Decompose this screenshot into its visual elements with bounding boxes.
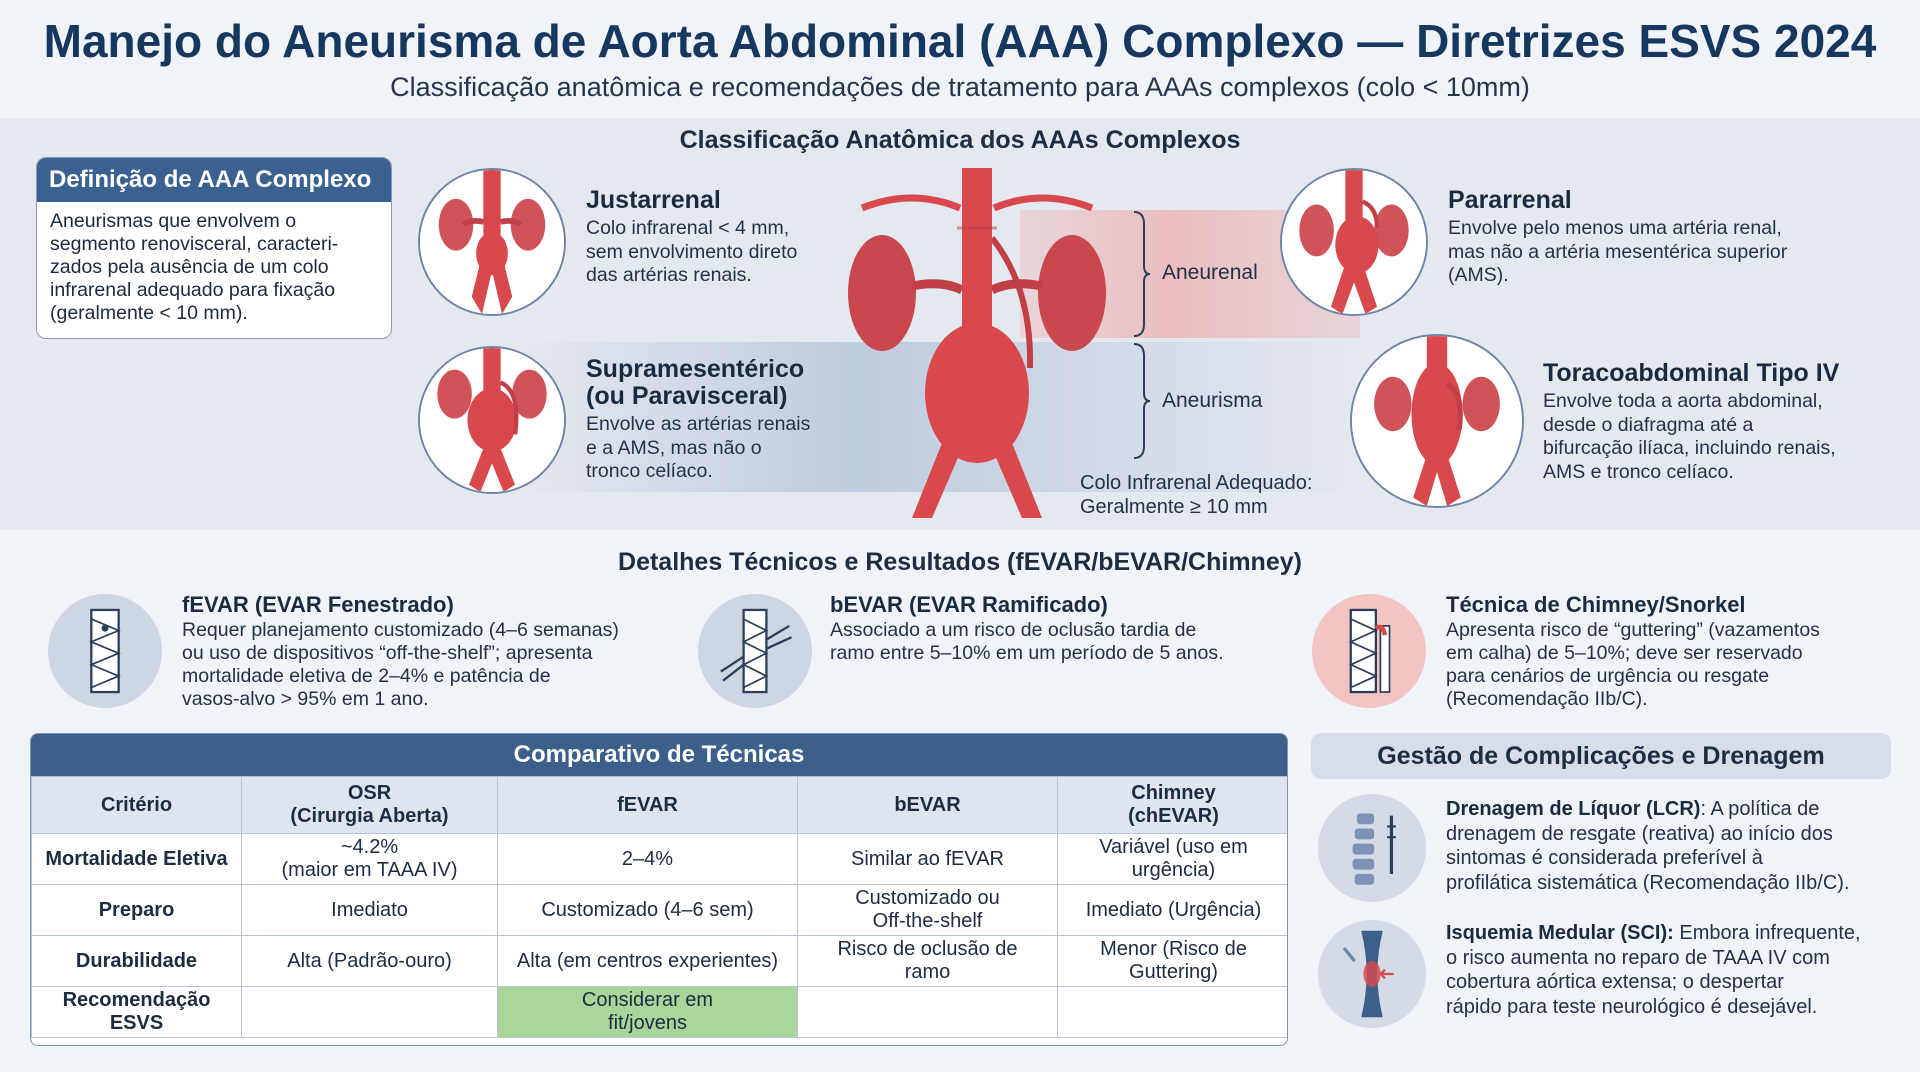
comparison-grid: Critério OSR(Cirurgia Aberta) fEVAR bEVA… <box>31 776 1287 1038</box>
definition-title: Definição de AAA Complexo <box>37 158 391 202</box>
spine-drain-icon <box>1318 794 1426 902</box>
bevar-title: bEVAR (EVAR Ramificado) <box>830 592 1108 617</box>
comparison-table: Comparativo de Técnicas Critério OSR(Cir… <box>30 733 1288 1046</box>
bevar-text: Associado a um risco de oclusão tardia d… <box>830 619 1224 664</box>
pararrenal-aorta-icon <box>1280 168 1428 316</box>
pararrenal-text: Envolve pelo menos uma artéria renal, ma… <box>1448 217 1788 286</box>
techniques-section-title: Detalhes Técnicos e Resultados (fEVAR/bE… <box>618 548 1302 576</box>
central-aorta-illustration <box>832 168 1122 518</box>
table-row: Preparo Imediato Customizado (4–6 sem) C… <box>31 884 1287 936</box>
definition-text: Aneurismas que envolvem o segmento renov… <box>50 210 339 324</box>
col-header-fevar: fEVAR <box>497 776 798 834</box>
adequate-neck-label: Colo Infrarenal Adequado: Geralmente ≥ 1… <box>1080 472 1313 518</box>
supramesenteric-title: Supramesentérico (ou Paravisceral) <box>586 355 805 410</box>
definition-box: Definição de AAA Complexo Aneurismas que… <box>36 157 392 339</box>
thoracoabdominal-text: Envolve toda a aorta abdominal, desde o … <box>1543 390 1836 483</box>
aneurenal-label: Aneurenal <box>1162 261 1258 284</box>
aneurysm-label: Aneurisma <box>1162 389 1263 412</box>
thoracoabdominal-aorta-icon <box>1350 334 1524 508</box>
table-row: Durabilidade Alta (Padrão-ouro) Alta (em… <box>31 935 1287 987</box>
chimney-stent-icon <box>1312 594 1426 708</box>
thoracoabdominal-title: Toracoabdominal Tipo IV <box>1543 359 1840 387</box>
supramesenteric-aorta-icon <box>418 346 566 494</box>
spinal-ischemia-icon <box>1318 920 1426 1028</box>
chimney-title: Técnica de Chimney/Snorkel <box>1446 592 1746 617</box>
fevar-title: fEVAR (EVAR Fenestrado) <box>182 592 454 617</box>
pararrenal-title: Pararrenal <box>1448 186 1572 214</box>
justarrenal-text: Colo infrarenal < 4 mm, sem envolvimento… <box>586 217 798 286</box>
fevar-text: Requer planejamento customizado (4–6 sem… <box>182 619 619 710</box>
col-header-bevar: bEVAR <box>797 776 1058 834</box>
aneurysm-brace <box>1132 342 1151 460</box>
col-header-osr: OSR(Cirurgia Aberta) <box>241 776 498 834</box>
csf-drainage-text: Drenagem de Líquor (LCR): A política de … <box>1446 798 1850 894</box>
fenestrated-stent-icon <box>48 594 162 708</box>
complications-title: Gestão de Complicações e Drenagem <box>1311 733 1891 779</box>
col-header-criterion: Critério <box>31 776 242 834</box>
justarrenal-aorta-icon <box>418 168 566 316</box>
col-header-chimney: Chimney(chEVAR) <box>1057 776 1287 834</box>
page-title: Manejo do Aneurisma de Aorta Abdominal (… <box>43 15 1877 67</box>
supramesenteric-text: Envolve as artérias renais e a AMS, mas … <box>586 413 811 482</box>
classification-section-title: Classificação Anatômica dos AAAs Complex… <box>679 126 1241 154</box>
justarrenal-title: Justarrenal <box>586 186 721 214</box>
table-row: Mortalidade Eletiva ~4.2%(maior em TAAA … <box>31 833 1287 885</box>
chimney-text: Apresenta risco de “guttering” (vazament… <box>1446 619 1820 710</box>
page-subtitle: Classificação anatômica e recomendações … <box>390 72 1530 102</box>
branched-stent-icon <box>698 594 812 708</box>
spinal-ischemia-text: Isquemia Medular (SCI): Embora infrequen… <box>1446 922 1861 1018</box>
table-header-row: Critério OSR(Cirurgia Aberta) fEVAR bEVA… <box>31 776 1287 834</box>
aneurenal-brace <box>1132 210 1151 338</box>
comparison-title: Comparativo de Técnicas <box>31 734 1287 776</box>
